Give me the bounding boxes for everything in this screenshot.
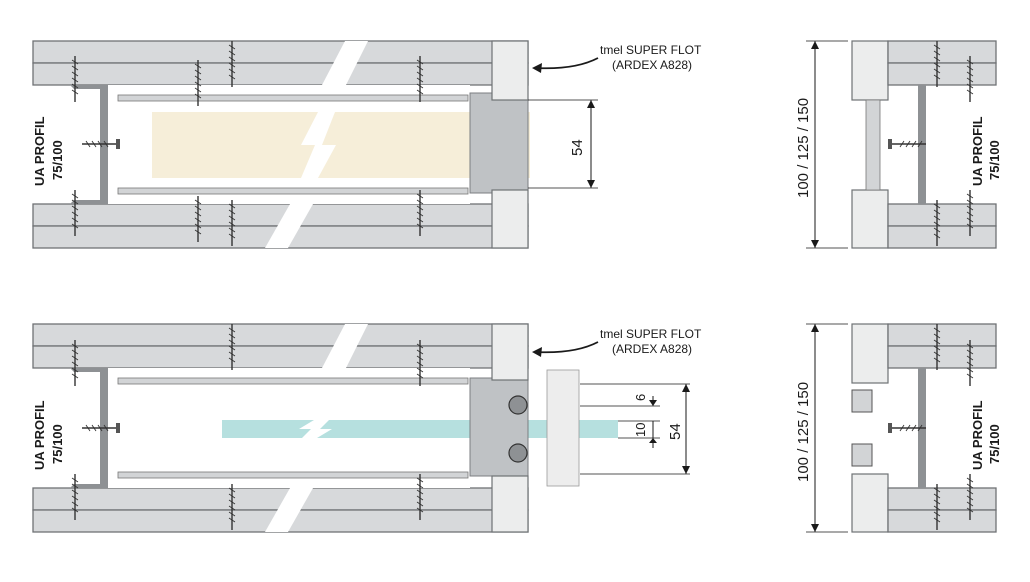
board — [32, 323, 529, 347]
frame-profile — [469, 92, 529, 194]
break-mark — [301, 112, 336, 178]
dimension-gap-label: 6 — [633, 394, 648, 401]
bottom-detail — [32, 323, 690, 533]
break-mark — [322, 41, 368, 85]
top-section — [806, 40, 997, 249]
dimension-label: 54 — [569, 139, 586, 156]
callout-leader — [534, 57, 599, 70]
aluminium-profile — [491, 323, 529, 381]
aluminium-profile — [491, 475, 529, 533]
callout-text: tmel SUPER FLOT — [600, 327, 702, 341]
ua-profil-label: UA PROFIL — [970, 400, 985, 470]
ua-profil-size: 75/100 — [987, 424, 1002, 464]
ua-profil-label: UA PROFIL — [32, 400, 47, 470]
board — [32, 345, 529, 369]
dimension-label: 54 — [667, 423, 684, 440]
aluminium-profile — [491, 189, 529, 249]
infill-panel — [152, 112, 530, 178]
ua-profil-size: 75/100 — [50, 424, 65, 464]
board — [32, 40, 529, 64]
break-mark — [265, 204, 313, 248]
callout-text-product: (ARDEX A828) — [612, 342, 692, 356]
callout-text: tmel SUPER FLOT — [600, 43, 702, 57]
dimension-glass-label: 10 — [633, 423, 648, 437]
wall-thickness-label: 100 / 125 / 150 — [795, 98, 812, 198]
callout-text-product: (ARDEX A828) — [612, 58, 692, 72]
board — [32, 62, 529, 86]
bottom-section — [806, 323, 997, 533]
rail — [117, 94, 469, 102]
ua-profil-size: 75/100 — [987, 140, 1002, 180]
ua-profil-size: 75/100 — [50, 140, 65, 180]
ua-profil-label: UA PROFIL — [32, 116, 47, 186]
ua-profil-label: UA PROFIL — [970, 116, 985, 186]
wall-thickness-label: 100 / 125 / 150 — [795, 382, 812, 482]
glazing-block — [546, 369, 580, 487]
aluminium-profile — [491, 40, 529, 101]
top-detail — [32, 40, 599, 249]
rail — [117, 187, 469, 195]
